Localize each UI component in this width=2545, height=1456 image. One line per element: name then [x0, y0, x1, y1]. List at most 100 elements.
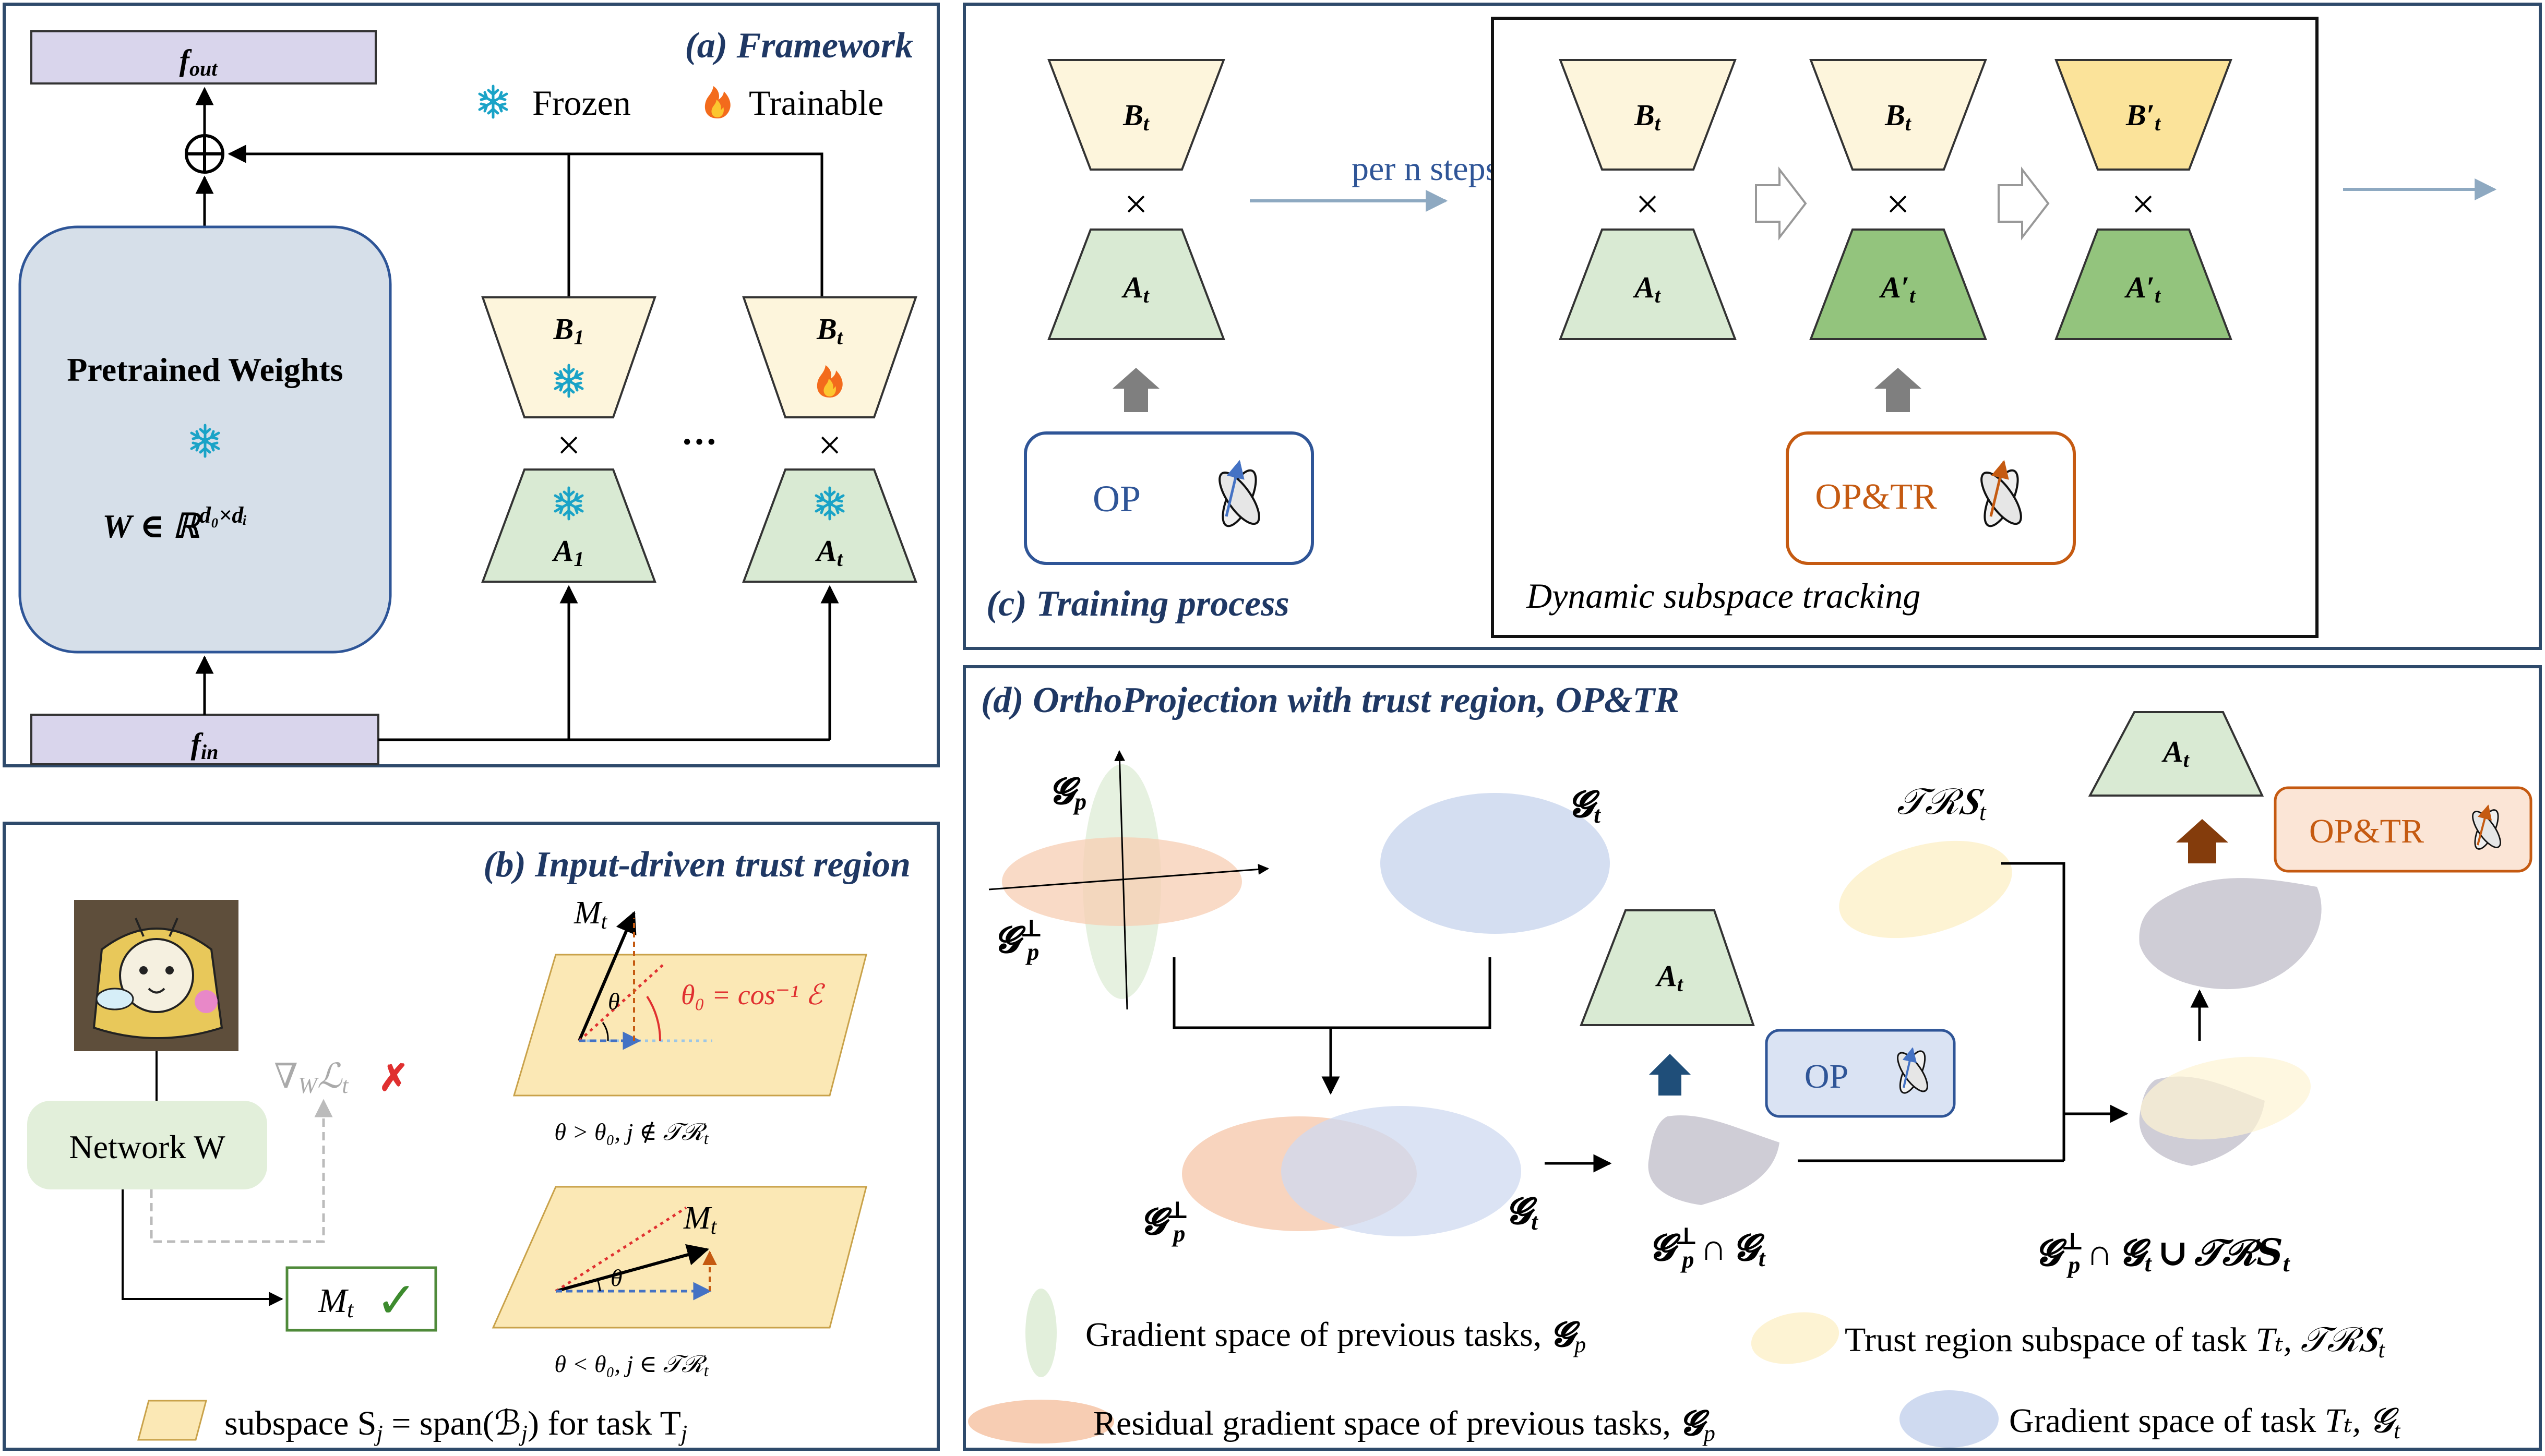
trs-label: 𝒯ℛ𝑺t — [1897, 782, 1987, 825]
track-a1-label: At — [1633, 270, 1662, 307]
mt-label: Mt — [318, 1282, 354, 1322]
track-a1 — [1559, 228, 1737, 340]
legend-residual-swatch — [968, 1400, 1114, 1443]
track-step-arrow-2 — [1998, 166, 2050, 240]
panel-b-title: (b) Input-driven trust region — [483, 845, 911, 885]
union-trs-overlay — [2140, 1056, 2311, 1140]
track-up-arrow — [1874, 368, 1921, 412]
track-a3-label: A′t — [2124, 270, 2161, 307]
overlap-gt-label: 𝓖t — [1506, 1192, 1538, 1235]
track-step-arrow-1 — [1755, 166, 1807, 240]
d-a-optr-label: At — [2161, 735, 2190, 772]
updated-subspace-blob — [2139, 878, 2322, 990]
b1-label: B1 — [553, 312, 584, 349]
legend-trs-swatch — [1751, 1312, 1839, 1364]
pretrained-title: Pretrained Weights — [67, 351, 343, 388]
upper-caption: θ > θ₀, j ∉ 𝒯ℛt — [554, 1118, 709, 1148]
panel-a-title: (a) Framework — [685, 26, 914, 66]
legend-gp-swatch — [1025, 1289, 1057, 1377]
lora-b1 — [481, 296, 656, 418]
panel-b-frame — [3, 822, 940, 1451]
subspace-plane-upper — [512, 954, 867, 1097]
gt-label: 𝓖t — [1568, 785, 1601, 828]
track-times-3: × — [2131, 182, 2155, 227]
a1-label: A1 — [552, 534, 584, 571]
trs-ellipse — [1839, 840, 2012, 938]
network-label: Network W — [69, 1128, 225, 1165]
panel-c-title: (c) Training process — [986, 584, 1289, 624]
overlap-gp-perp-label: 𝓖⊥p — [1140, 1197, 1189, 1247]
bt-label: Bt — [816, 312, 844, 349]
d-optr-box[interactable] — [2274, 786, 2532, 873]
f-in-box — [30, 714, 379, 765]
c-b-label: Bt — [1122, 98, 1150, 135]
lower-caption: θ < θ₀, j ∈ 𝒯ℛt — [554, 1351, 709, 1380]
legend-gp-text: Gradient space of previous tasks, 𝓖p — [1085, 1316, 1586, 1357]
panel-c-frame — [963, 3, 2542, 650]
accept-check-icon: ✓ — [376, 1273, 417, 1328]
gradient-label: ∇Wℒt — [274, 1057, 349, 1098]
track-b2-label: Bt — [1884, 98, 1912, 135]
subspace-legend-swatch — [137, 1400, 207, 1441]
pretrained-formula: W ∈ ℝd₀×dᵢ — [102, 502, 247, 545]
per-n-steps-label: per n steps — [1352, 150, 1499, 188]
d-op-box[interactable] — [1765, 1029, 1956, 1118]
upper-theta: θ — [608, 988, 620, 1015]
intersection-blob — [1648, 1115, 1779, 1205]
legend-trs-text: Trust region subspace of task Tₜ, 𝒯ℛ𝑺t — [1845, 1321, 2386, 1363]
reject-cross-icon: ✗ — [378, 1058, 409, 1099]
track-a2-label: A′t — [1879, 270, 1916, 307]
d-op-label: OP — [1805, 1057, 1848, 1096]
f-out-label: fout — [180, 43, 219, 80]
track-b3 — [2054, 59, 2232, 171]
union-label: 𝓖⊥p∩𝓖t∪𝒯ℛ𝑺t — [2035, 1228, 2290, 1278]
gp-perp-space-ellipse — [1002, 837, 1242, 926]
gt-overlap-ellipse — [1281, 1106, 1521, 1236]
subspace-legend-text: subspace Sj = span(ℬj) for task Tj — [224, 1404, 687, 1446]
d-up-arrow-optr — [2176, 819, 2228, 863]
lora-bt — [742, 296, 917, 418]
legend-gt-swatch — [1899, 1390, 1999, 1448]
input-photo — [74, 900, 238, 1051]
trainable-label: Trainable — [749, 83, 883, 123]
d-a-op-label: At — [1655, 959, 1684, 996]
lower-mt-label: Mt — [683, 1200, 718, 1239]
legend-residual-text: Residual gradient space of previous task… — [1093, 1404, 1715, 1446]
gt-space-ellipse — [1380, 793, 1610, 934]
track-times-2: × — [1886, 182, 1909, 227]
op-box[interactable] — [1024, 431, 1314, 565]
frozen-label: Frozen — [532, 83, 631, 123]
track-a3 — [2054, 228, 2232, 340]
c-up-arrow — [1113, 368, 1160, 412]
lora-a1 — [481, 468, 656, 583]
ellipsis: ··· — [681, 422, 718, 462]
gp-perp-label: 𝓖⊥p — [994, 915, 1043, 965]
f-out-box — [30, 30, 377, 85]
lower-theta: θ — [611, 1265, 623, 1291]
times-t: × — [818, 423, 841, 468]
track-a2 — [1809, 228, 1987, 340]
panel-a-frame — [3, 3, 940, 767]
op-label: OP — [1093, 478, 1141, 520]
c-a-label: At — [1121, 270, 1150, 307]
at-label: At — [815, 534, 844, 571]
c-times: × — [1124, 182, 1148, 227]
d-optr-label: OP&TR — [2309, 812, 2424, 850]
trainable-legend: Trainable — [704, 83, 883, 123]
optr-label: OP&TR — [1815, 477, 1937, 517]
track-b1-label: Bt — [1634, 98, 1662, 135]
upper-mt-label: Mt — [573, 895, 608, 934]
c-lora-a — [1047, 228, 1225, 340]
track-b3-label: B′t — [2125, 98, 2161, 135]
lora-at — [742, 468, 917, 583]
track-times-1: × — [1635, 182, 1659, 227]
mt-box — [285, 1266, 437, 1332]
track-b1 — [1559, 59, 1737, 171]
panel-d-frame — [963, 665, 2542, 1451]
dynamic-tracking-label: Dynamic subspace tracking — [1526, 576, 1920, 616]
theta0-equation: θ₀ = cos⁻¹ ℰ — [681, 979, 826, 1010]
legend-gt-text: Gradient space of task Tₜ, 𝓖t — [2009, 1402, 2401, 1443]
c-lora-b — [1047, 59, 1225, 171]
